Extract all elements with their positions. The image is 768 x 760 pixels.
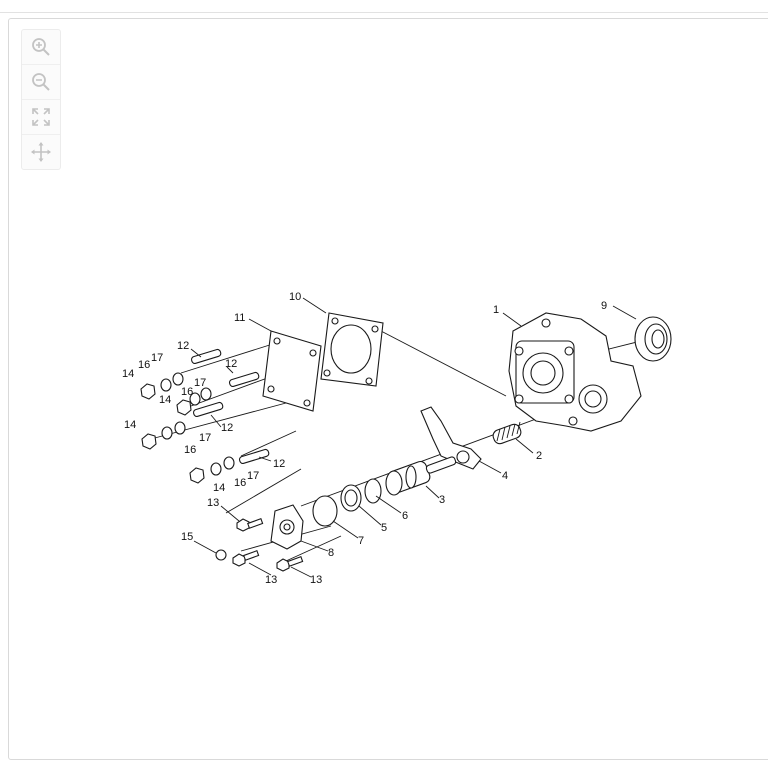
housing-part xyxy=(508,312,642,432)
callout-12c: 12 xyxy=(221,422,233,434)
spring-part xyxy=(492,421,522,445)
callout-15: 15 xyxy=(181,531,193,543)
callout-5: 5 xyxy=(381,522,387,534)
bolts xyxy=(215,518,304,572)
callout-13b: 13 xyxy=(265,574,277,586)
callout-17d: 17 xyxy=(247,470,259,482)
viewer-toolbar xyxy=(21,29,61,170)
callout-12d: 12 xyxy=(273,458,285,470)
callout-17a: 17 xyxy=(151,352,163,364)
callout-17c: 17 xyxy=(199,432,211,444)
callout-12a: 12 xyxy=(177,340,189,352)
studs xyxy=(190,348,270,465)
seal-part xyxy=(634,316,672,362)
zoom-out-button[interactable] xyxy=(22,64,60,99)
callout-16a: 16 xyxy=(138,359,150,371)
callout-16d: 16 xyxy=(234,477,246,489)
callout-14b: 14 xyxy=(159,394,171,406)
callout-16b: 16 xyxy=(181,386,193,398)
nuts-and-washers xyxy=(140,372,235,484)
callout-4: 4 xyxy=(502,470,508,482)
top-divider xyxy=(0,0,768,13)
piston-part xyxy=(385,456,457,496)
callout-7: 7 xyxy=(358,535,364,547)
callout-1: 1 xyxy=(493,304,499,316)
zoom-in-icon xyxy=(32,38,50,56)
callout-3: 3 xyxy=(439,494,445,506)
fit-screen-button[interactable] xyxy=(22,99,60,134)
callout-11: 11 xyxy=(234,312,245,324)
callout-9: 9 xyxy=(601,300,607,312)
zoom-out-icon xyxy=(32,73,50,91)
callout-labels: 1 2 3 4 5 6 7 8 9 10 11 12 12 12 12 13 1… xyxy=(122,291,607,586)
end-cover-part xyxy=(270,504,304,550)
callout-17b: 17 xyxy=(194,377,206,389)
callout-16c: 16 xyxy=(184,444,196,456)
shift-fork-part xyxy=(420,406,482,470)
zoom-in-button[interactable] xyxy=(22,30,60,64)
callout-6: 6 xyxy=(402,510,408,522)
pan-button[interactable] xyxy=(22,134,60,169)
callout-8: 8 xyxy=(328,547,334,559)
callout-2: 2 xyxy=(536,450,542,462)
callout-12b: 12 xyxy=(225,358,237,370)
gasket-part xyxy=(320,312,384,387)
callout-13a: 13 xyxy=(207,497,219,509)
callout-10: 10 xyxy=(289,291,301,303)
pan-icon xyxy=(31,142,51,162)
exploded-parts-diagram: 1 2 3 4 5 6 7 8 9 10 11 12 12 12 12 13 1… xyxy=(122,291,672,586)
image-viewer[interactable]: 1 2 3 4 5 6 7 8 9 10 11 12 12 12 12 13 1… xyxy=(8,18,768,760)
o-rings xyxy=(312,478,382,527)
callout-14a: 14 xyxy=(122,368,134,380)
fit-screen-icon xyxy=(32,108,50,126)
callout-13c: 13 xyxy=(310,574,322,586)
callout-14d: 14 xyxy=(213,482,225,494)
cover-plate-part xyxy=(262,330,322,412)
callout-14c: 14 xyxy=(124,419,136,431)
callout-leaders xyxy=(190,297,637,578)
